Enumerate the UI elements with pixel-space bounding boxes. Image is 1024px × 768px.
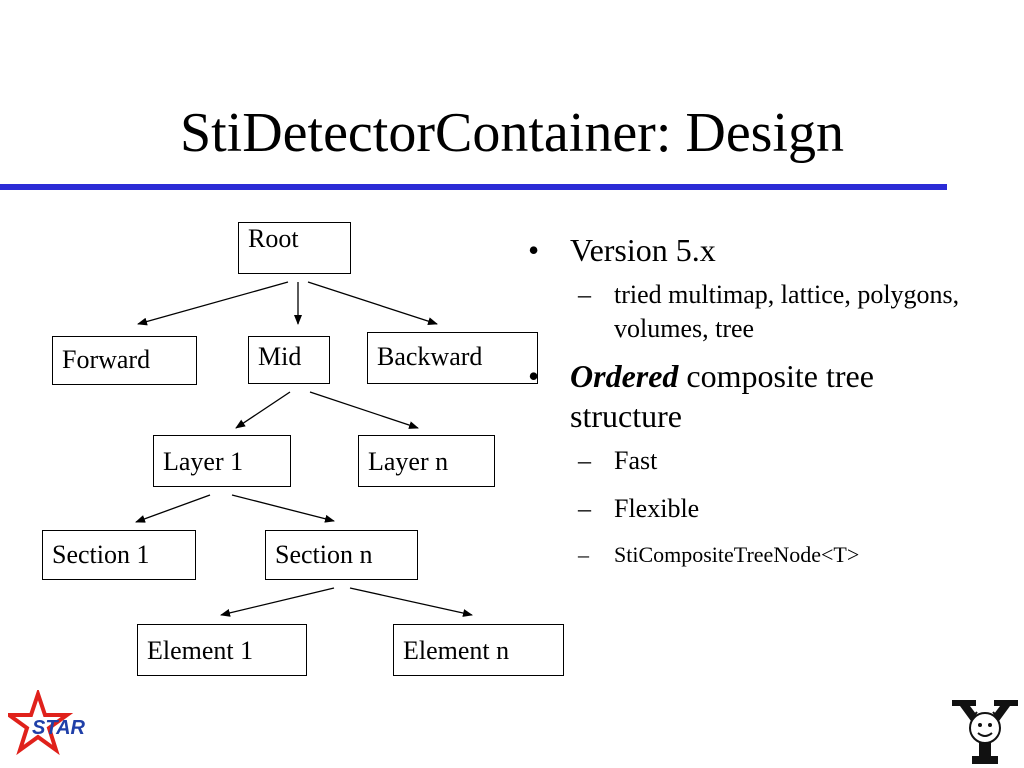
bullet-list: • Version 5.x – tried multimap, lattice,… (528, 230, 968, 572)
slide-title: StiDetectorContainer: Design (179, 102, 845, 164)
dash-marker: – (578, 542, 589, 567)
bullet-emphasis: Ordered (570, 358, 679, 394)
node-mid: Mid (248, 336, 330, 384)
edge-root-forward (137, 281, 289, 326)
edge-root-backward (307, 281, 438, 326)
edge-sectionn-elementn (349, 587, 473, 617)
title-underline (0, 184, 947, 190)
star-logo-icon: STAR (8, 690, 86, 756)
node-section1: Section 1 (42, 530, 196, 580)
sub-bullet-text: tried multimap, lattice, polygons, volum… (614, 280, 960, 343)
node-layern: Layer n (358, 435, 495, 487)
edge-layer1-section1 (135, 494, 211, 523)
node-sectionn: Section n (265, 530, 418, 580)
sub-bullet-text: StiCompositeTreeNode<T> (614, 542, 860, 567)
bullet-marker: • (528, 358, 540, 394)
node-layer1: Layer 1 (153, 435, 291, 487)
dash-marker: – (578, 446, 591, 475)
bullet-marker: • (528, 232, 540, 268)
edge-mid-layern (309, 391, 419, 429)
bullet-text: composite tree structure (570, 358, 874, 434)
edge-sectionn-element1 (220, 587, 335, 617)
star-logo-text: STAR (32, 717, 86, 739)
edge-mid-layer1 (235, 391, 291, 429)
bullet-text: Version 5.x (570, 232, 716, 268)
sub-bullet-text: Fast (614, 446, 658, 475)
edge-layer1-sectionn (231, 494, 335, 523)
sub-bullet-tried: – tried multimap, lattice, polygons, vol… (528, 278, 968, 346)
dash-marker: – (578, 494, 591, 523)
node-forward: Forward (52, 336, 197, 385)
yale-bulldog-logo-icon (952, 700, 1018, 764)
node-elementn: Element n (393, 624, 564, 676)
sub-bullet-flexible: – Flexible (528, 492, 968, 526)
node-backward: Backward (367, 332, 538, 384)
bullet-version: • Version 5.x (528, 230, 968, 270)
sub-bullet-fast: – Fast (528, 444, 968, 478)
node-root: Root (238, 222, 351, 274)
node-element1: Element 1 (137, 624, 307, 676)
bullet-ordered: • Ordered composite tree structure (528, 356, 968, 436)
sub-bullet-text: Flexible (614, 494, 700, 523)
dash-marker: – (578, 280, 591, 309)
sub-bullet-compositetreenode: – StiCompositeTreeNode<T> (528, 538, 968, 572)
